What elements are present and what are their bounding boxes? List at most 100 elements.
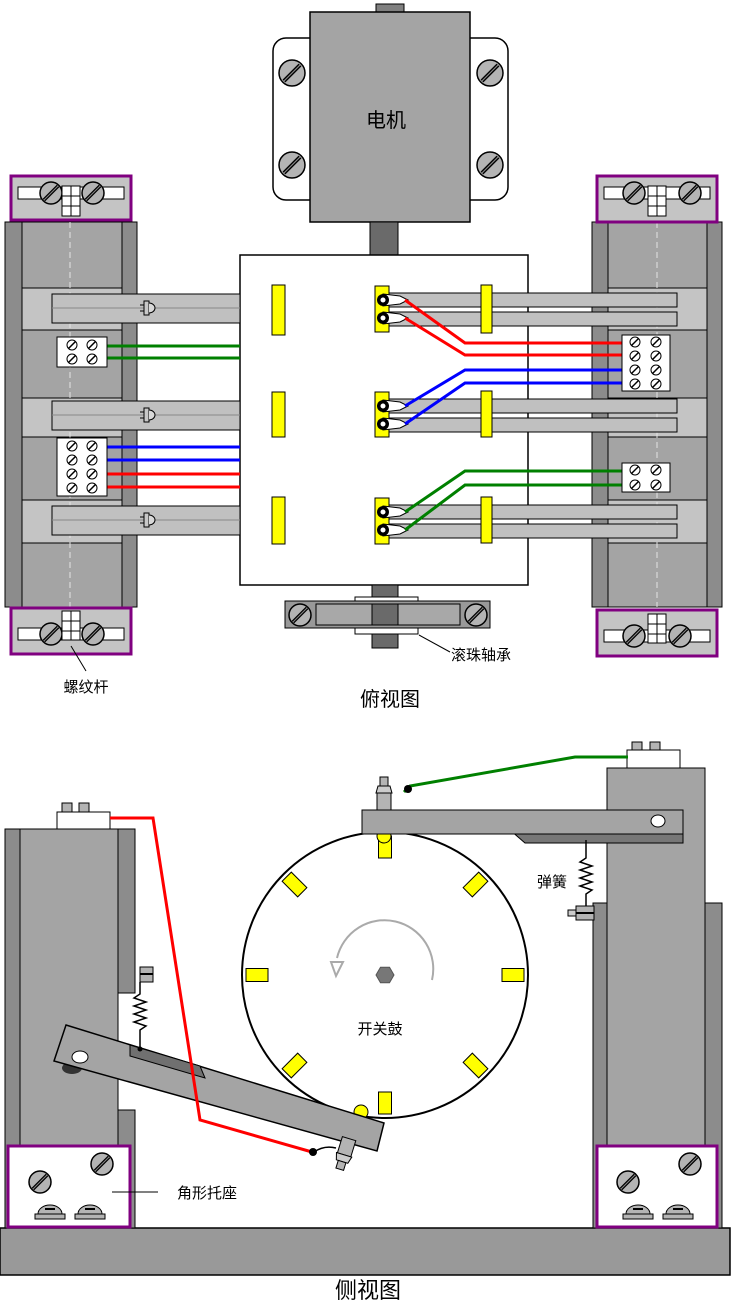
screw-icon (463, 602, 489, 628)
drum-contacts (245, 835, 525, 1115)
side-view: 开关鼓 弹簧 (0, 741, 731, 1303)
wire-red (110, 816, 313, 1154)
left-contact-rods (51, 293, 241, 536)
screw-icon (80, 621, 106, 647)
wire-joint (309, 1148, 317, 1156)
terminal-screw-icon (650, 336, 662, 348)
wire-red-end (313, 1146, 337, 1153)
screw-icon (677, 1151, 703, 1177)
contact-segment (245, 968, 269, 982)
wire-terminal-screw (335, 1135, 357, 1172)
contact-rod (379, 523, 678, 539)
terminal-screw-icon (86, 440, 98, 452)
screw-icon (287, 602, 313, 628)
contact-segment (480, 390, 493, 438)
top-view: 电机 (4, 3, 723, 711)
wire-red (404, 298, 625, 345)
spring-label: 弹簧 (537, 873, 567, 891)
rotation-arrowhead-icon (329, 961, 345, 979)
terminal-screw-icon (629, 378, 641, 390)
lower-contact-arm (53, 1024, 385, 1172)
terminal-screw-icon (650, 464, 662, 476)
wire-joint (404, 785, 412, 793)
wire-green (402, 755, 628, 794)
terminal-screw-icon (66, 482, 78, 494)
terminal-screw-icon (629, 479, 641, 491)
wire-red (404, 316, 625, 357)
switch-drum: 开关鼓 (241, 831, 529, 1119)
leader-line (70, 645, 87, 672)
terminal-screw-icon (86, 339, 98, 351)
switch-drum-label: 开关鼓 (357, 1020, 402, 1038)
screw-icon (475, 58, 505, 88)
terminal-screw-icon (650, 364, 662, 376)
right-angle-bracket (595, 1144, 719, 1229)
wire-green (404, 469, 625, 514)
contact-segment (374, 285, 390, 333)
threaded-rod-nut (61, 185, 81, 217)
terminal-screw-icon (66, 339, 78, 351)
terminal-screw-icon (66, 468, 78, 480)
terminal-screw-icon (66, 353, 78, 365)
wire-terminal-screw (375, 776, 393, 811)
terminal-screw-icon (650, 378, 662, 390)
pivot-hole (650, 814, 666, 828)
wire-blue (404, 368, 625, 408)
drum-contacts-top-view (271, 284, 493, 545)
motor-label: 电机 (366, 108, 406, 132)
leader-line (418, 634, 451, 653)
terminal-screw-icon (86, 454, 98, 466)
screw-icon (621, 180, 647, 206)
pivot-hole (71, 1050, 89, 1064)
screw-icon (475, 150, 505, 180)
left-angle-bracket (6, 1144, 132, 1229)
terminal-screw-icon (86, 468, 98, 480)
contact-segment (501, 968, 525, 982)
terminal-screw-icon (629, 364, 641, 376)
motor-shaft (369, 221, 399, 256)
side-view-title: 侧视图 (335, 1279, 401, 1303)
contact-segment (271, 391, 286, 438)
contact-segment (374, 497, 390, 545)
terminal-screw-icon (86, 482, 98, 494)
right-bottom-mounting-plate (595, 608, 719, 658)
screw-icon (677, 180, 703, 206)
screw-icon (615, 1169, 641, 1195)
left-spring (131, 966, 154, 1052)
right-support-column (591, 221, 723, 608)
terminal-screw-icon (66, 454, 78, 466)
terminal-block (621, 462, 671, 493)
left-top-mounting-plate (9, 174, 133, 222)
terminal-block (626, 741, 681, 769)
contact-rod (379, 417, 678, 433)
screw-icon (80, 180, 106, 206)
contact-rod (379, 292, 678, 308)
right-contact-rods (379, 292, 678, 539)
terminal-screw-icon (650, 350, 662, 362)
motor: 电机 (272, 3, 509, 256)
ball-bearing (284, 584, 491, 649)
contact-segment (374, 391, 390, 438)
top-view-title: 俯视图 (360, 687, 420, 711)
terminal-screw-icon (86, 353, 98, 365)
terminal-screw-icon (629, 350, 641, 362)
angle-bracket-label: 角形托座 (177, 1184, 237, 1202)
contact-segment (271, 496, 286, 545)
base-plate (0, 1227, 731, 1276)
screw-icon (27, 1169, 53, 1195)
upper-contact-arm (361, 755, 684, 844)
contact-segment (480, 284, 493, 334)
drum-axle-icon (375, 966, 395, 984)
screw-icon (277, 150, 307, 180)
contact-segment (281, 1052, 308, 1079)
contact-segment (462, 871, 489, 898)
screw-icon (89, 1151, 115, 1177)
terminal-screw-icon (66, 440, 78, 452)
terminal-block (56, 802, 111, 830)
wire-blue (404, 381, 625, 426)
terminal-block (56, 437, 108, 497)
terminal-screw-icon (650, 479, 662, 491)
contact-segment (462, 1052, 489, 1079)
screw-icon (667, 623, 693, 649)
right-top-mounting-plate (595, 174, 719, 224)
